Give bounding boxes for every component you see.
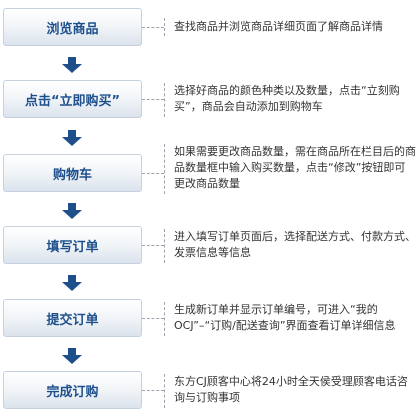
step-label: 点击“立即购买” [24, 93, 121, 109]
step-description: 如果需要更改商品数量，需在商品所在栏目后的商品数量框中输入购买数量，点击“修改”… [164, 144, 416, 194]
step-label: 购物车 [52, 167, 92, 183]
step-label: 提交订单 [46, 312, 99, 328]
step-click-buy-now: 点击“立即购买” [3, 80, 142, 118]
step-complete-order: 完成订购 [3, 371, 142, 409]
step-label: 完成订购 [46, 384, 99, 400]
down-arrow-icon [62, 203, 82, 219]
step-description: 进入填写订单页面后，选择配送方式、付款方式、发票信息等信息 [164, 229, 416, 263]
step-description: 东方CJ顾客中心将24小时全天侯受理顾客电话咨询与订购事项 [164, 374, 416, 408]
step-description: 查找商品并浏览商品详细页面了解商品详情 [164, 18, 416, 36]
step-label: 浏览商品 [46, 21, 99, 37]
down-arrow-icon [62, 57, 82, 73]
connector-line [142, 173, 164, 174]
step-submit-order: 提交订单 [3, 299, 142, 337]
step-label: 填写订单 [46, 239, 99, 255]
down-arrow-icon [62, 275, 82, 291]
down-arrow-icon [62, 130, 82, 146]
connector-line [142, 245, 164, 246]
connector-line [142, 27, 164, 28]
down-arrow-icon [62, 348, 82, 364]
connector-line [142, 318, 164, 319]
step-description: 生成新订单并显示订单编号，可进入“我的OCJ”–“订购/配送查询”界面查看订单详… [164, 302, 416, 336]
step-browse-products: 浏览商品 [3, 8, 142, 46]
connector-line [142, 390, 164, 391]
step-description: 选择好商品的颜色种类以及数量，点击“立刻购买”，商品会自动添加到购物车 [164, 83, 416, 117]
connector-line [142, 99, 164, 100]
step-shopping-cart: 购物车 [3, 154, 142, 192]
step-fill-order: 填写订单 [3, 226, 142, 264]
